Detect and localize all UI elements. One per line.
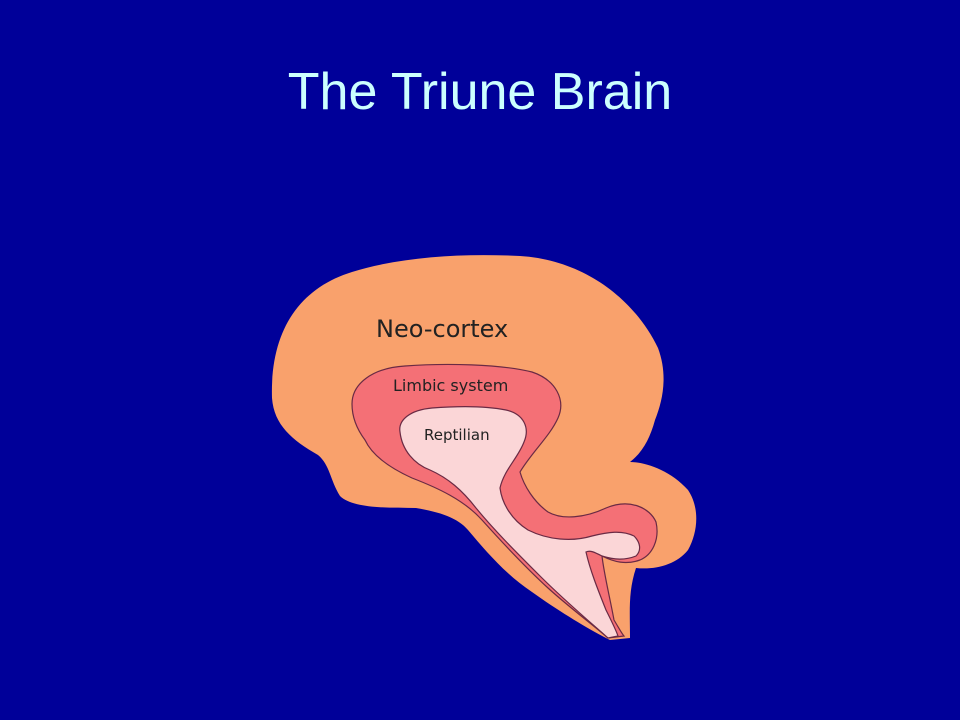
slide-title: The Triune Brain	[287, 63, 673, 121]
limbic-label: Limbic system	[393, 376, 508, 395]
reptilian-region	[399, 406, 641, 639]
reptilian-label: Reptilian	[424, 426, 490, 444]
neocortex-label: Neo-cortex	[376, 315, 508, 343]
